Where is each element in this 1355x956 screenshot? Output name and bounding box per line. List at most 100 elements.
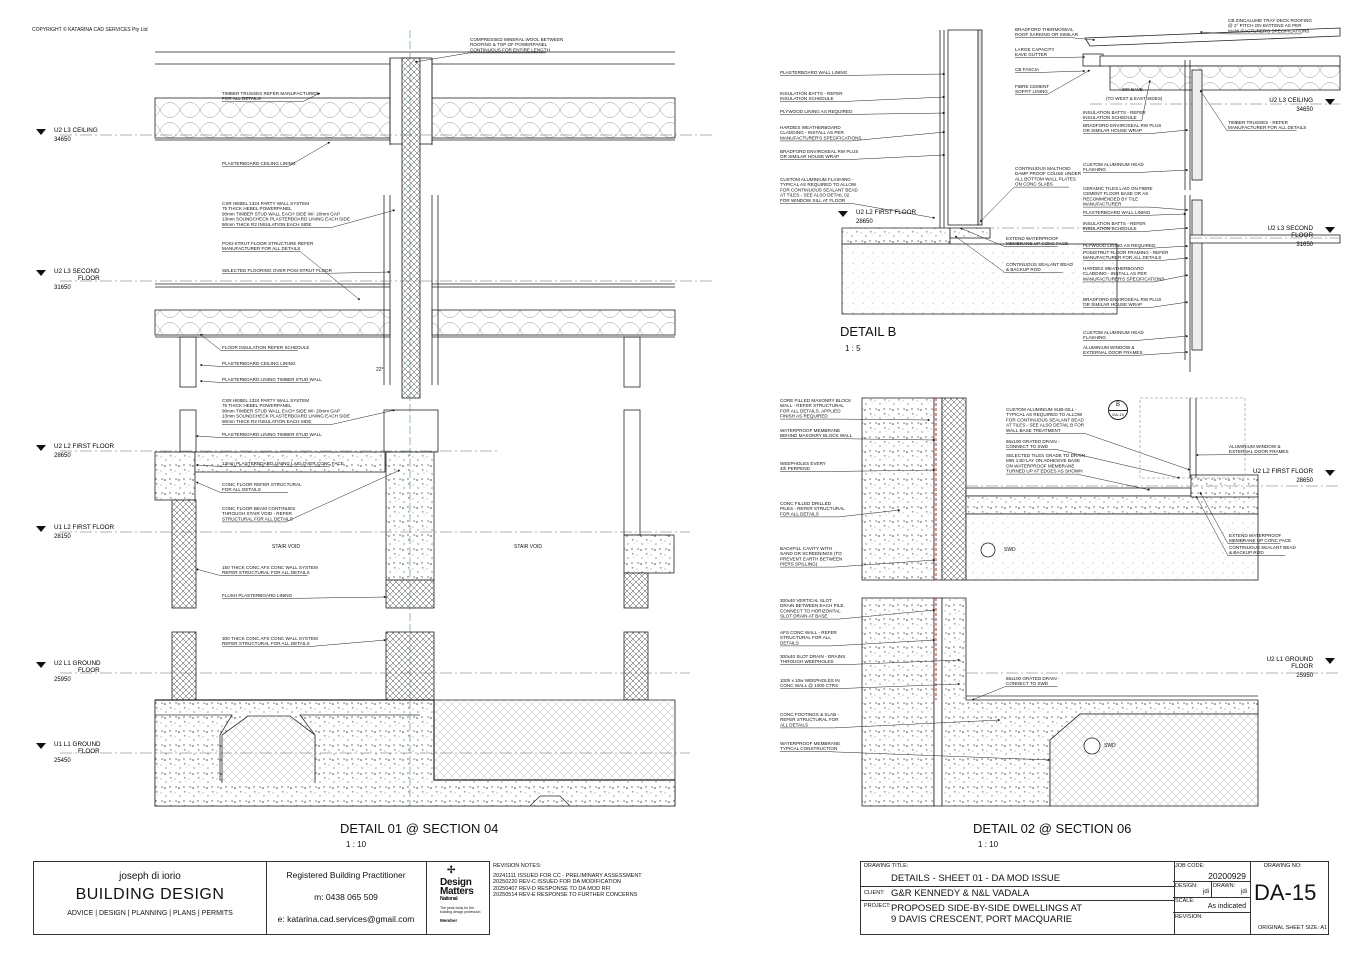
note-line: MEMBRANE UP CONC FACE (1229, 538, 1291, 543)
revision-item: 20250514 REV-E RESPONSE TO FURTHER CONCE… (493, 892, 638, 898)
level-value: 28650 (856, 219, 873, 225)
leader-line (199, 363, 289, 367)
note-line: TIMBER TRUSSES - REFER (1228, 120, 1289, 125)
leader-line (1083, 79, 1151, 121)
note-line: FOR ALL DETAILS (780, 511, 819, 516)
project-name: PROPOSED SIDE-BY-SIDE DWELLINGS AT 9 DAV… (891, 903, 1083, 925)
detail-b-title: DETAIL B (840, 324, 897, 339)
note-br16: ALUMINIUM WINDOW &EXTERNAL DOOR FRAMES (1083, 345, 1143, 355)
note-line: EAVE GUTTER (1015, 52, 1048, 57)
note-line: (TO WEST & EAST SIDES) (1106, 96, 1163, 101)
revision-notes-block: REVISION NOTES: 20241111 ISSUED FOR CC -… (490, 861, 810, 933)
original-sheet-size: ORIGINAL SHEET SIZE: A1 (1258, 925, 1328, 931)
note-line: PLASTERBOARD WALL LINING (1083, 210, 1151, 215)
designer-name: joseph di iorio (119, 871, 181, 882)
note-line: STRUCTURAL FOR ALL (780, 635, 831, 640)
note-line: MANUFACTURER'S SPECIFICATIONS (1228, 28, 1309, 33)
note-line: INSULATION SCHEDULE (1083, 226, 1137, 231)
note-line: CUSTOM ALUMINIUM FLASHING - (780, 177, 854, 182)
client-label: CLIENT: (864, 890, 885, 896)
drawing-number-block: DRAWING NO: DA-15 (1250, 861, 1329, 935)
practitioner-block: Registered Building Practitioner m: 0438… (266, 861, 427, 935)
note-line: PLASTERBOARD WALL LINING (780, 70, 848, 75)
note-n9: PLASTERBOARD LINING TIMBER STUD WALL (222, 377, 322, 382)
note-line: CONC FLOOR REFER STRUCTURAL (222, 482, 302, 487)
note-line: & BACKUP ROD (1006, 267, 1041, 272)
note-line: HARDIES WEATHERBOARD (780, 125, 841, 130)
note-line: SAND OR SCREENINGS (TO (780, 551, 842, 556)
note-line: CONTINUOUS SEALANT BEAD (1006, 262, 1073, 267)
revision-heading: REVISION NOTES: (493, 863, 542, 869)
email-link[interactable]: e: katarina.cad.services@gmail.com (277, 914, 415, 924)
angle-label: 22° (376, 367, 384, 373)
note-br1: CB ZINCALUME TRAY DECK ROOFING@ 2° PITCH… (1228, 18, 1312, 33)
leader-line (414, 52, 546, 63)
note-line: FOR CONTINUOUS SEALANT BEAD (780, 187, 858, 192)
note-dr1: ALUMINIUM WINDOW &EXTERNAL DOOR FRAMES (1229, 444, 1289, 454)
note-line: FIBRE CEMENT (1015, 84, 1049, 89)
leader-line (1083, 274, 1189, 283)
leader-line (780, 95, 946, 102)
note-line: CONC FOOTINGS & SLAB - (780, 712, 839, 717)
leader-line (199, 379, 311, 383)
job-info-block: JOB CODE: 20200929 DESIGN: jdi DRAWN: jd… (1173, 861, 1251, 935)
leader-line (222, 141, 331, 167)
detail-callout[interactable]: B DA-15 (1108, 400, 1128, 420)
note-line: INSULATION BATTS - REFER (1083, 110, 1146, 115)
note-line: AT TILES - SEE ALSO DETAIL 02 (780, 193, 850, 198)
level-value: 25950 (1296, 673, 1313, 679)
drawing-title-label: DRAWING TITLE: (864, 863, 909, 869)
note-br2: 600 EAVE (1122, 87, 1143, 92)
level-value: 25450 (54, 758, 71, 764)
note-dm2: 65x100 GRATED DRAIN -CONNECT TO SWD (1006, 439, 1060, 449)
note-d10: CONC FOOTINGS & SLAB -REFER STRUCTURAL F… (780, 712, 839, 727)
note-line: FLUSH PLASTERBOARD LINING (222, 593, 293, 598)
leader-line (780, 418, 931, 422)
note-line: PREVENT EARTH BETWEEN (780, 556, 842, 561)
note-line: 13mm PLASTERBOARD LINING LAID OVER CONC … (222, 461, 344, 466)
leader-line (1083, 226, 1189, 232)
scale-label: SCALE: (1175, 898, 1195, 904)
note-line: CONTINUOUS SEALANT BEAD (1229, 545, 1296, 550)
leader-line (222, 469, 401, 523)
note-line: ALUMINIUM WINDOW & (1083, 345, 1135, 350)
note-line: EXTERNAL DOOR FRAMES (1229, 449, 1289, 454)
note-line: BRADFORD THERMOSEAL (1015, 27, 1074, 32)
note-line: CEMENT FLOOR BASE OR AS (1083, 191, 1148, 196)
scale-value: As indicated (1207, 903, 1246, 910)
leader-line (1195, 495, 1286, 556)
note-br11: PLYWOOD LINING AS REQUIRED (1083, 243, 1156, 248)
leader-line (780, 751, 1051, 762)
leader-line (1015, 55, 1086, 59)
note-b3: PLYWOOD LINING AS REQUIRED (780, 109, 853, 114)
revision-item: 20241111 ISSUED FOR CC - PRELIMINARY ASS… (493, 872, 642, 879)
leader-line (1083, 168, 1189, 173)
level-label: U2 L1 GROUND (1266, 656, 1313, 663)
leader-line (1083, 128, 1189, 134)
design-value: jdi (1203, 889, 1210, 895)
note-line: POSI-STRUT FLOOR STRUCTURE REFER (222, 241, 314, 246)
note-line: LARGE CAPACITY (1015, 47, 1054, 52)
leader-line (780, 509, 901, 518)
leader-line (1083, 212, 1187, 216)
note-line: 65x100 GRATED DRAIN - (1006, 676, 1060, 681)
note-line: INSULATION SCHEDULE (780, 96, 834, 101)
level-value: 34650 (54, 137, 71, 143)
leader-line (780, 111, 946, 115)
note-line: POSISTRUT FLOOR FRAMING - REFER (1083, 250, 1169, 255)
